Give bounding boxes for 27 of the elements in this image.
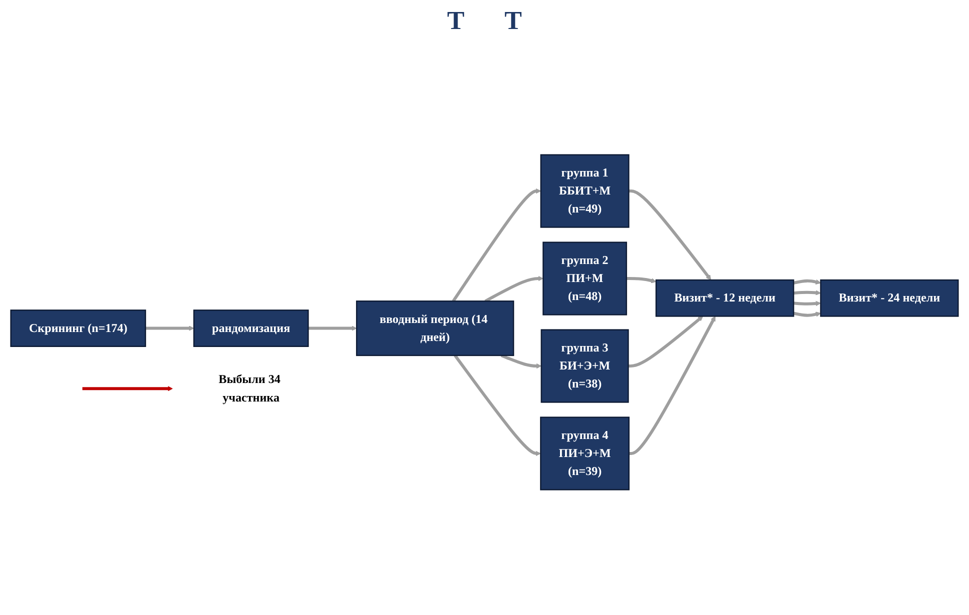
process-box: Скрининг (n=174): [10, 310, 146, 348]
note-text: Выбыли 34 участника: [218, 373, 280, 405]
arrow: [454, 354, 541, 456]
arrow: [452, 188, 542, 302]
arrow: [628, 190, 712, 280]
process-box: Визит* - 24 недели: [820, 280, 959, 318]
arrow: [500, 354, 542, 369]
process-box: группа 4 ПИ+Э+М (n=39): [540, 416, 630, 491]
arrow: [145, 326, 194, 332]
arrow: [793, 312, 821, 318]
process-box: Визит* - 12 недели: [656, 280, 794, 318]
process-box: группа 3 БИ+Э+М (n=38): [540, 329, 629, 404]
process-box: группа 1 ББИТ+М (n=49): [540, 154, 630, 228]
label-text: Т: [447, 6, 464, 36]
arrow: [484, 276, 544, 303]
arrow: [308, 326, 357, 332]
arrow: [82, 386, 173, 392]
arrow: [628, 316, 716, 456]
arrow: [793, 280, 821, 285]
arrow: [628, 316, 704, 368]
process-box: вводный период (14 дней): [356, 300, 514, 356]
process-box: рандомизация: [193, 310, 309, 348]
process-box: группа 2 ПИ+М (n=48): [542, 242, 628, 316]
arrow: [793, 301, 821, 306]
label-text: Т: [504, 6, 522, 36]
arrow: [626, 277, 656, 284]
arrow: [793, 290, 821, 296]
